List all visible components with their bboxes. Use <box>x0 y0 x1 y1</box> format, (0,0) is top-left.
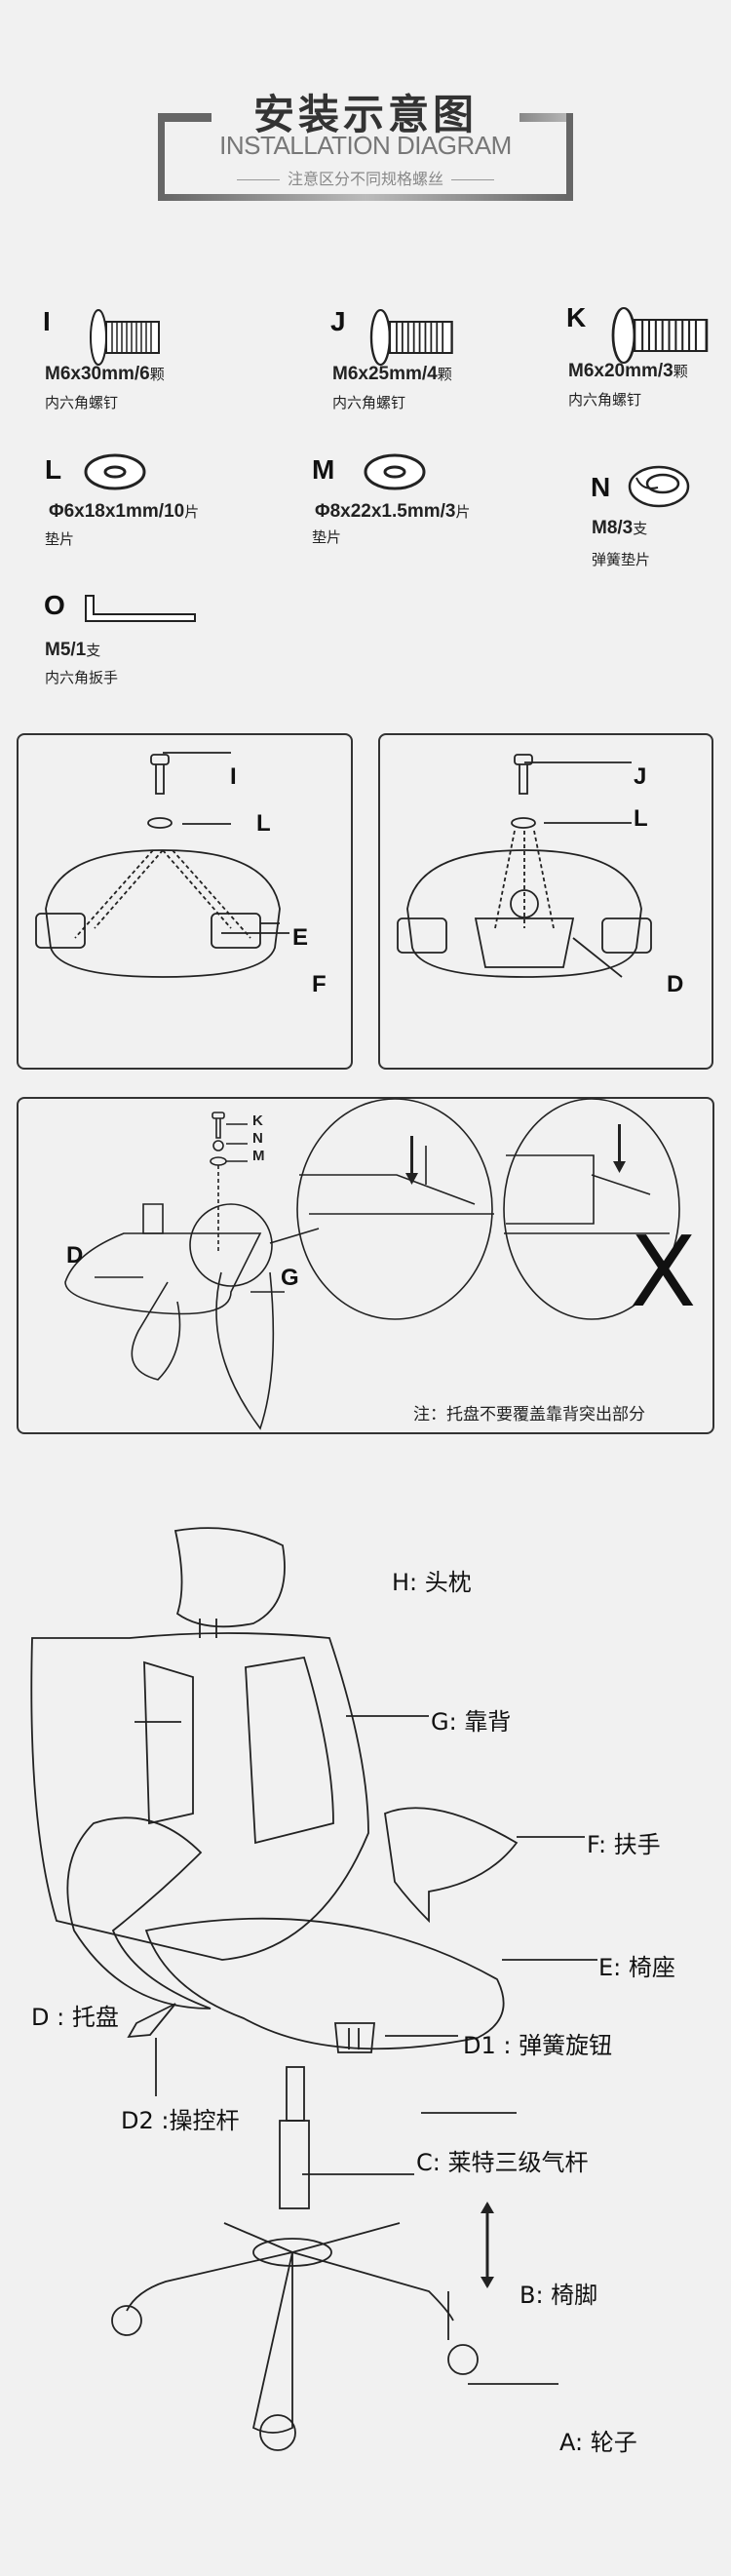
label-d2-lever: D2 :操控杆 <box>121 2107 240 2134</box>
part-name-o: 内六角扳手 <box>45 669 119 686</box>
part-spec-i: M6x30mm/6颗 <box>45 364 165 385</box>
part-label-i: I <box>43 306 51 336</box>
label-g-backrest: G: 靠背 <box>431 1708 512 1736</box>
label-d1-knob: D1 : 弹簧旋钮 <box>463 2032 613 2059</box>
label-l: L <box>634 805 648 832</box>
washer-icon <box>364 453 426 490</box>
part-label-n: N <box>591 472 611 502</box>
page-subtitle: INSTALLATION DIAGRAM <box>219 131 512 160</box>
part-label-j: J <box>330 306 346 336</box>
step2-panel <box>378 733 713 1070</box>
part-name-k: 内六角螺钉 <box>568 391 642 409</box>
label-c-gas-lift: C: 莱特三级气杆 <box>416 2149 589 2176</box>
wrong-x-mark: X <box>630 1215 697 1329</box>
label-b-base: B: 椅脚 <box>519 2282 598 2309</box>
part-name-n: 弹簧垫片 <box>592 551 651 568</box>
part-name-i: 内六角螺钉 <box>45 394 119 411</box>
label-d: D <box>667 971 684 997</box>
part-name-m: 垫片 <box>312 528 342 546</box>
step3-panel <box>17 1097 714 1434</box>
spec-unit: 支 <box>86 643 101 659</box>
label-f: F <box>312 971 327 997</box>
spec-unit: 支 <box>633 521 648 537</box>
part-spec-n: M8/3支 <box>592 518 647 539</box>
part-label-m: M <box>312 454 335 485</box>
hex-key-icon <box>85 595 196 622</box>
label-l: L <box>256 810 271 837</box>
label-d: D <box>66 1242 84 1268</box>
spring-washer-icon <box>628 465 690 508</box>
label-j: J <box>634 763 647 790</box>
spec-text: M5/1 <box>45 640 87 660</box>
label-k: K <box>252 1112 263 1129</box>
chair-exploded-illustration <box>30 1527 597 2451</box>
label-m: M <box>252 1148 265 1164</box>
spec-text: M8/3 <box>592 518 634 538</box>
part-spec-j: M6x25mm/4颗 <box>332 364 452 385</box>
label-a-caster: A: 轮子 <box>559 2429 637 2456</box>
label-n: N <box>252 1130 263 1147</box>
spec-text: M6x25mm/4 <box>332 364 438 384</box>
label-i: I <box>230 763 237 790</box>
spec-text: Φ6x18x1mm/10 <box>49 501 185 522</box>
spec-text: Φ8x22x1.5mm/3 <box>315 501 456 522</box>
bolt-icon <box>90 309 160 366</box>
spec-unit: 颗 <box>437 367 452 383</box>
spec-text: M6x30mm/6 <box>45 364 150 384</box>
part-name-l: 垫片 <box>45 530 75 548</box>
label-f-armrest: F: 扶手 <box>587 1831 661 1858</box>
mechanism-back-illustration <box>397 754 652 978</box>
armrest-back-illustration <box>35 752 289 978</box>
part-name-j: 内六角螺钉 <box>332 394 406 411</box>
part-label-k: K <box>566 302 587 332</box>
label-g: G <box>281 1265 299 1291</box>
part-spec-l: Φ6x18x1mm/10片 <box>49 501 199 523</box>
label-e-seat: E: 椅座 <box>598 1954 675 1981</box>
spec-unit: 颗 <box>673 364 688 380</box>
spec-text: M6x20mm/3 <box>568 361 673 381</box>
part-spec-m: Φ8x22x1.5mm/3片 <box>315 501 471 523</box>
bolt-icon <box>611 306 709 365</box>
spec-unit: 颗 <box>149 367 165 383</box>
spec-unit: 片 <box>455 504 471 521</box>
step1-panel <box>17 733 353 1070</box>
washer-icon <box>84 453 146 490</box>
part-spec-k: M6x20mm/3颗 <box>568 361 688 382</box>
label-e: E <box>292 924 309 951</box>
label-d-plate: D : 托盘 <box>31 2004 119 2031</box>
spec-unit: 片 <box>184 504 200 521</box>
seat-plate-illustration <box>64 1098 680 1430</box>
part-label-o: O <box>44 590 65 620</box>
part-label-l: L <box>45 454 62 485</box>
label-h-headrest: H: 头枕 <box>392 1569 472 1596</box>
screw-note: 注意区分不同规格螺丝 <box>0 166 731 189</box>
bolt-icon <box>369 308 453 367</box>
step3-note: 注：托盘不要覆盖靠背突出部分 <box>413 1405 645 1425</box>
part-spec-o: M5/1支 <box>45 640 100 661</box>
